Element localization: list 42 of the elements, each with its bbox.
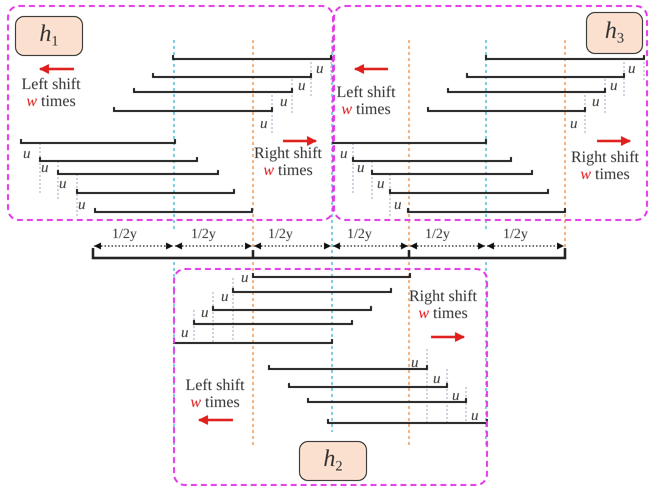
shift-note: Left shift w times [184, 378, 246, 412]
shift-note: Left shift w times [20, 77, 82, 111]
shift-note: Left shift w times [335, 85, 397, 119]
variable-label: u [181, 326, 188, 341]
variable-label: u [340, 147, 348, 162]
dimension-label: 1/2y [425, 228, 450, 242]
variable-label: u [316, 62, 324, 77]
dashed-panel [173, 268, 488, 486]
dashed-panel [7, 5, 334, 221]
shift-note: Right shift w times [570, 150, 640, 184]
shift-note: Right shift w times [253, 146, 323, 180]
variable-label: u [377, 177, 384, 192]
variable-label: u [23, 147, 30, 162]
shift-note: Right shift w times [408, 289, 478, 323]
variable-label: u [570, 117, 578, 132]
variable-label: u [260, 117, 268, 132]
variable-label: u [433, 372, 440, 387]
dimension-label: 1/2y [347, 228, 372, 242]
dashed-panel [333, 5, 648, 221]
variable-label: u [394, 198, 402, 213]
variable-label: u [628, 62, 636, 77]
variable-label: u [471, 409, 478, 424]
label-box: h$_{2}$ [299, 441, 367, 481]
variable-label: u [280, 95, 288, 110]
label-box: h$_{1}$ [15, 16, 83, 56]
variable-label: u [452, 389, 460, 404]
variable-label: u [59, 177, 66, 192]
dimension-label: 1/2y [112, 228, 137, 242]
variable-label: u [241, 271, 248, 286]
dimension-label: 1/2y [503, 228, 528, 242]
variable-label: u [411, 356, 418, 371]
variable-label: u [78, 198, 86, 213]
variable-label: u [298, 79, 306, 94]
variable-label: u [592, 95, 600, 110]
dimension-label: 1/2y [191, 228, 216, 242]
variable-label: u [201, 306, 208, 321]
variable-label: u [221, 290, 228, 305]
dimension-label: 1/2y [268, 228, 293, 242]
variable-label: u [41, 161, 48, 176]
label-box: h$_{3}$ [586, 12, 643, 54]
variable-label: u [610, 79, 618, 94]
variable-label: u [357, 161, 364, 176]
